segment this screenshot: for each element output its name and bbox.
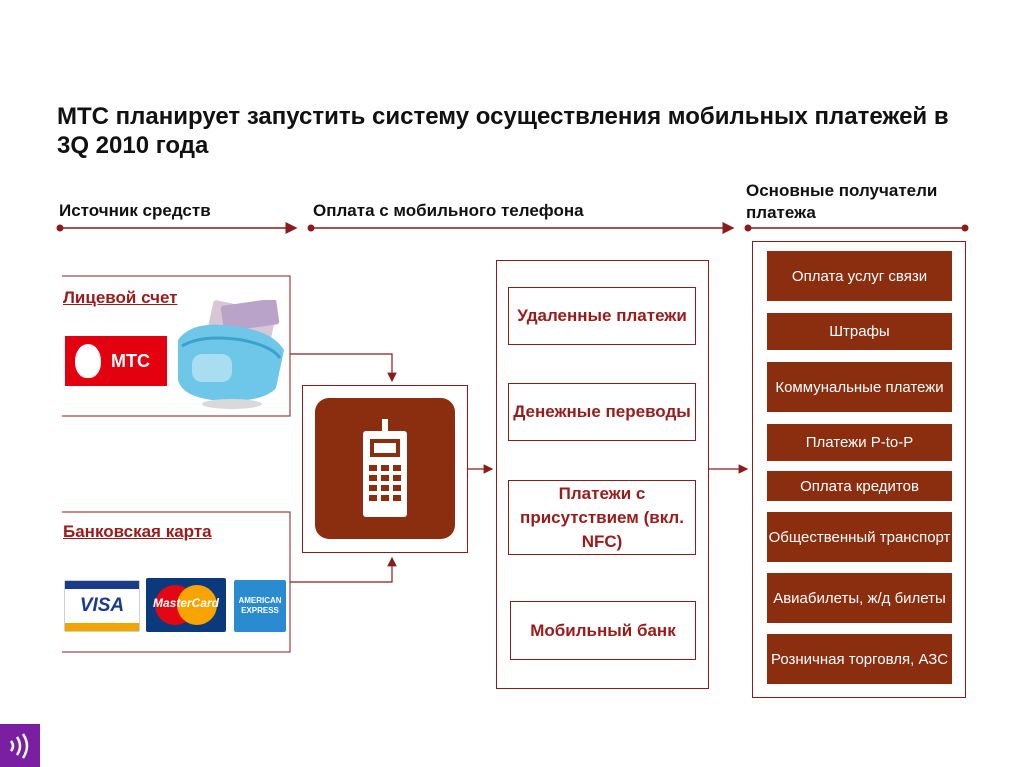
recipient-telecom: Оплата услуг связи [767, 251, 952, 301]
mobile-phone-icon [315, 398, 455, 539]
source-card-label: Банковская карта [63, 522, 212, 541]
column-header-recipients: Основные получатели платежа [746, 181, 938, 222]
mts-logo: МТС [65, 336, 167, 386]
column-header-sources: Источник средств [59, 201, 211, 220]
header-arrow-sources [56, 222, 298, 234]
payment-type-transfers: Денежные переводы [508, 383, 696, 441]
mts-egg-icon [75, 344, 101, 378]
recipient-utilities: Коммунальные платежи [767, 362, 952, 412]
payment-type-proximity: Платежи с присутствием (вкл. NFC) [508, 480, 696, 555]
mastercard-card: MasterCard [146, 578, 226, 632]
column-header-mobile: Оплата с мобильного телефона [313, 201, 584, 220]
recipients-frame [752, 241, 966, 698]
header-arrow-mobile [307, 222, 735, 234]
amex-card: AMERICAN EXPRESS [234, 580, 286, 632]
header-arrow-recipients [744, 224, 969, 232]
recipient-tickets: Авиабилеты, ж/д билеты [767, 573, 952, 623]
wallet-icon [172, 298, 290, 412]
recipient-p2p: Платежи P-to-P [767, 424, 952, 461]
visa-card: VISA [64, 580, 140, 632]
mts-logo-text: МТС [111, 350, 150, 371]
payment-type-mobile-bank: Мобильный банк [510, 601, 696, 660]
source-account-label: Лицевой счет [63, 288, 178, 307]
recipient-retail: Розничная торговля, АЗС [767, 634, 952, 684]
sound-waves-logo-icon [0, 724, 40, 767]
recipient-loans: Оплата кредитов [767, 471, 952, 501]
recipient-transport: Общественный транспорт [767, 512, 952, 562]
payment-type-remote: Удаленные платежи [508, 287, 696, 345]
page-title: МТС планирует запустить систему осуществ… [57, 103, 949, 159]
recipient-fines: Штрафы [767, 313, 952, 350]
